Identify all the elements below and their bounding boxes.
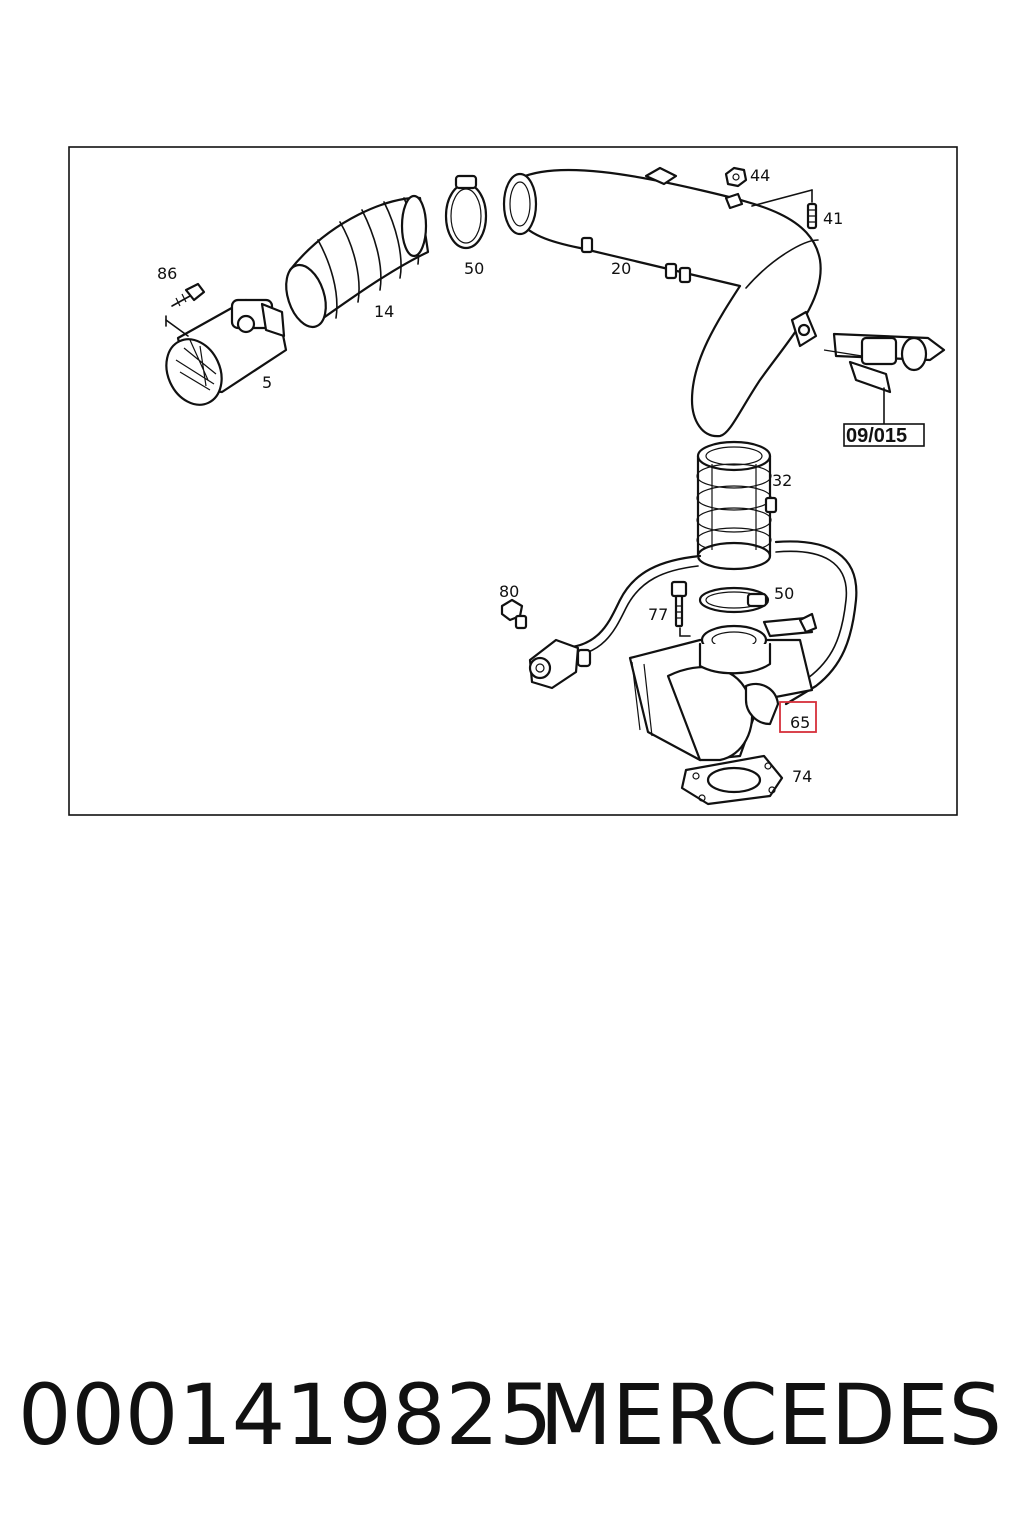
- callout-86[interactable]: 86: [157, 264, 177, 283]
- footer: 0001419825 MERCEDES: [0, 1360, 1024, 1470]
- callout-50-lower[interactable]: 50: [774, 584, 794, 603]
- bleed-screw-80-drawing: [500, 598, 528, 630]
- callout-32[interactable]: 32: [772, 471, 792, 490]
- gasket-74-drawing: [680, 754, 784, 806]
- callout-44[interactable]: 44: [750, 166, 770, 185]
- bolt-77-drawing: [670, 580, 691, 637]
- callout-80[interactable]: 80: [499, 582, 519, 601]
- callout-50-upper[interactable]: 50: [464, 259, 484, 278]
- callout-41[interactable]: 41: [823, 209, 843, 228]
- hose-line-65-drawing: [528, 540, 858, 706]
- hose-clamp-lower-drawing: [698, 586, 770, 614]
- bellows-hose-drawing: [285, 194, 430, 329]
- brand-name: MERCEDES: [539, 1366, 1002, 1464]
- reference-box: [843, 423, 925, 447]
- callout-74[interactable]: 74: [792, 767, 812, 786]
- callout-77[interactable]: 77: [648, 605, 668, 624]
- intercooler-housing-drawing: [628, 612, 818, 762]
- callout-20[interactable]: 20: [611, 259, 631, 278]
- hose-clamp-upper-drawing: [444, 174, 488, 250]
- callout-5[interactable]: 5: [262, 373, 272, 392]
- callout-65[interactable]: 65: [790, 713, 810, 732]
- screw-86-drawing: [171, 282, 206, 307]
- reference-assembly-drawing: [823, 332, 946, 447]
- part-number: 0001419825: [18, 1366, 553, 1464]
- nut-44-drawing: [724, 166, 748, 188]
- air-mass-sensor-drawing: [165, 298, 288, 406]
- reference-label[interactable]: 09/015: [846, 425, 907, 447]
- stud-41-drawing: [751, 189, 818, 230]
- charge-air-pipe-drawing: [502, 166, 822, 438]
- corrugated-sleeve-drawing: [696, 440, 778, 571]
- diagram-border: [68, 146, 958, 816]
- callout-14[interactable]: 14: [374, 302, 394, 321]
- callout-65-highlight: [779, 701, 817, 733]
